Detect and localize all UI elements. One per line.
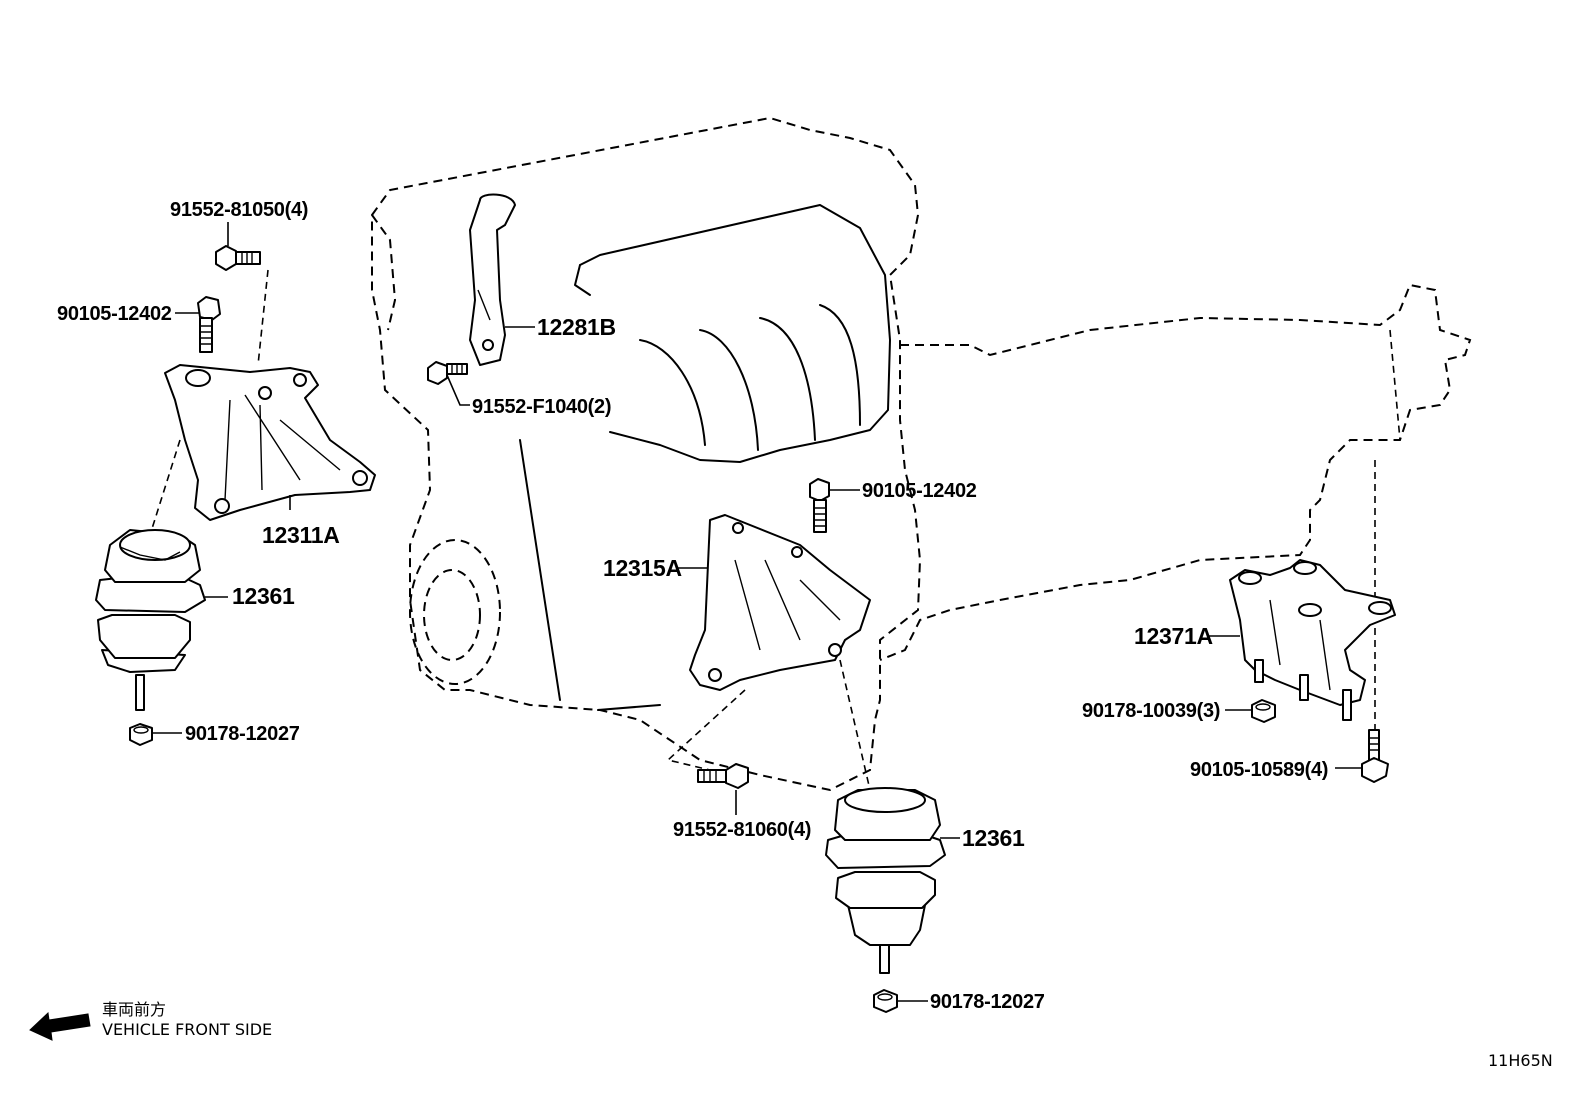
figure-code: 11H65N bbox=[1488, 1051, 1553, 1070]
label-90105-10589: 90105-10589(4) bbox=[1190, 759, 1328, 781]
label-12361-left: 12361 bbox=[232, 583, 295, 609]
nut-90178-10039 bbox=[1251, 699, 1276, 723]
front-direction-legend: 車両前方 VEHICLE FRONT SIDE bbox=[29, 1000, 272, 1041]
engine-phantom-outline bbox=[371, 116, 922, 792]
front-direction-arrow-icon bbox=[29, 1011, 91, 1041]
label-90178-12027-mid: 90178-12027 bbox=[930, 991, 1045, 1013]
nut-90178-12027-left bbox=[129, 723, 153, 746]
bolt-90105-12402-mid bbox=[809, 478, 830, 533]
label-90178-10039: 90178-10039(3) bbox=[1082, 700, 1220, 722]
label-12361-mid: 12361 bbox=[962, 825, 1025, 851]
bolt-91552-81050 bbox=[215, 245, 261, 271]
mount-bracket-12371A bbox=[1229, 559, 1396, 721]
nut-90178-12027-mid bbox=[873, 989, 898, 1013]
bolt-90105-12402-left bbox=[197, 296, 221, 353]
transmission-phantom-outline bbox=[879, 283, 1472, 730]
label-91552-81050: 91552-81050(4) bbox=[170, 199, 308, 221]
legend-english-label: VEHICLE FRONT SIDE bbox=[102, 1020, 272, 1039]
label-90178-12027-left: 90178-12027 bbox=[185, 723, 300, 745]
label-90105-12402-left: 90105-12402 bbox=[57, 303, 172, 325]
engine-mount-12361-mid bbox=[825, 787, 946, 974]
label-90105-12402-mid: 90105-12402 bbox=[862, 480, 977, 502]
leader-lines bbox=[152, 222, 1362, 1002]
bolt-90105-10589 bbox=[1361, 729, 1389, 783]
bracket-12281B bbox=[469, 193, 516, 366]
bracket-12311A bbox=[164, 364, 376, 521]
label-12281B: 12281B bbox=[537, 314, 616, 340]
label-91552-F1040: 91552-F1040(2) bbox=[472, 396, 611, 418]
bolt-91552-81060 bbox=[697, 763, 749, 789]
legend-japanese-label: 車両前方 bbox=[102, 1000, 166, 1019]
engine-mount-12361-left bbox=[95, 529, 206, 711]
engine-block-outline bbox=[519, 439, 661, 711]
label-12315A: 12315A bbox=[603, 555, 682, 581]
label-12371A: 12371A bbox=[1134, 623, 1213, 649]
bolt-91552-F1040 bbox=[427, 361, 468, 385]
intake-manifold-outline bbox=[574, 204, 891, 463]
label-91552-81060: 91552-81060(4) bbox=[673, 819, 811, 841]
bracket-12315A bbox=[689, 514, 871, 691]
label-12311A: 12311A bbox=[262, 522, 340, 548]
